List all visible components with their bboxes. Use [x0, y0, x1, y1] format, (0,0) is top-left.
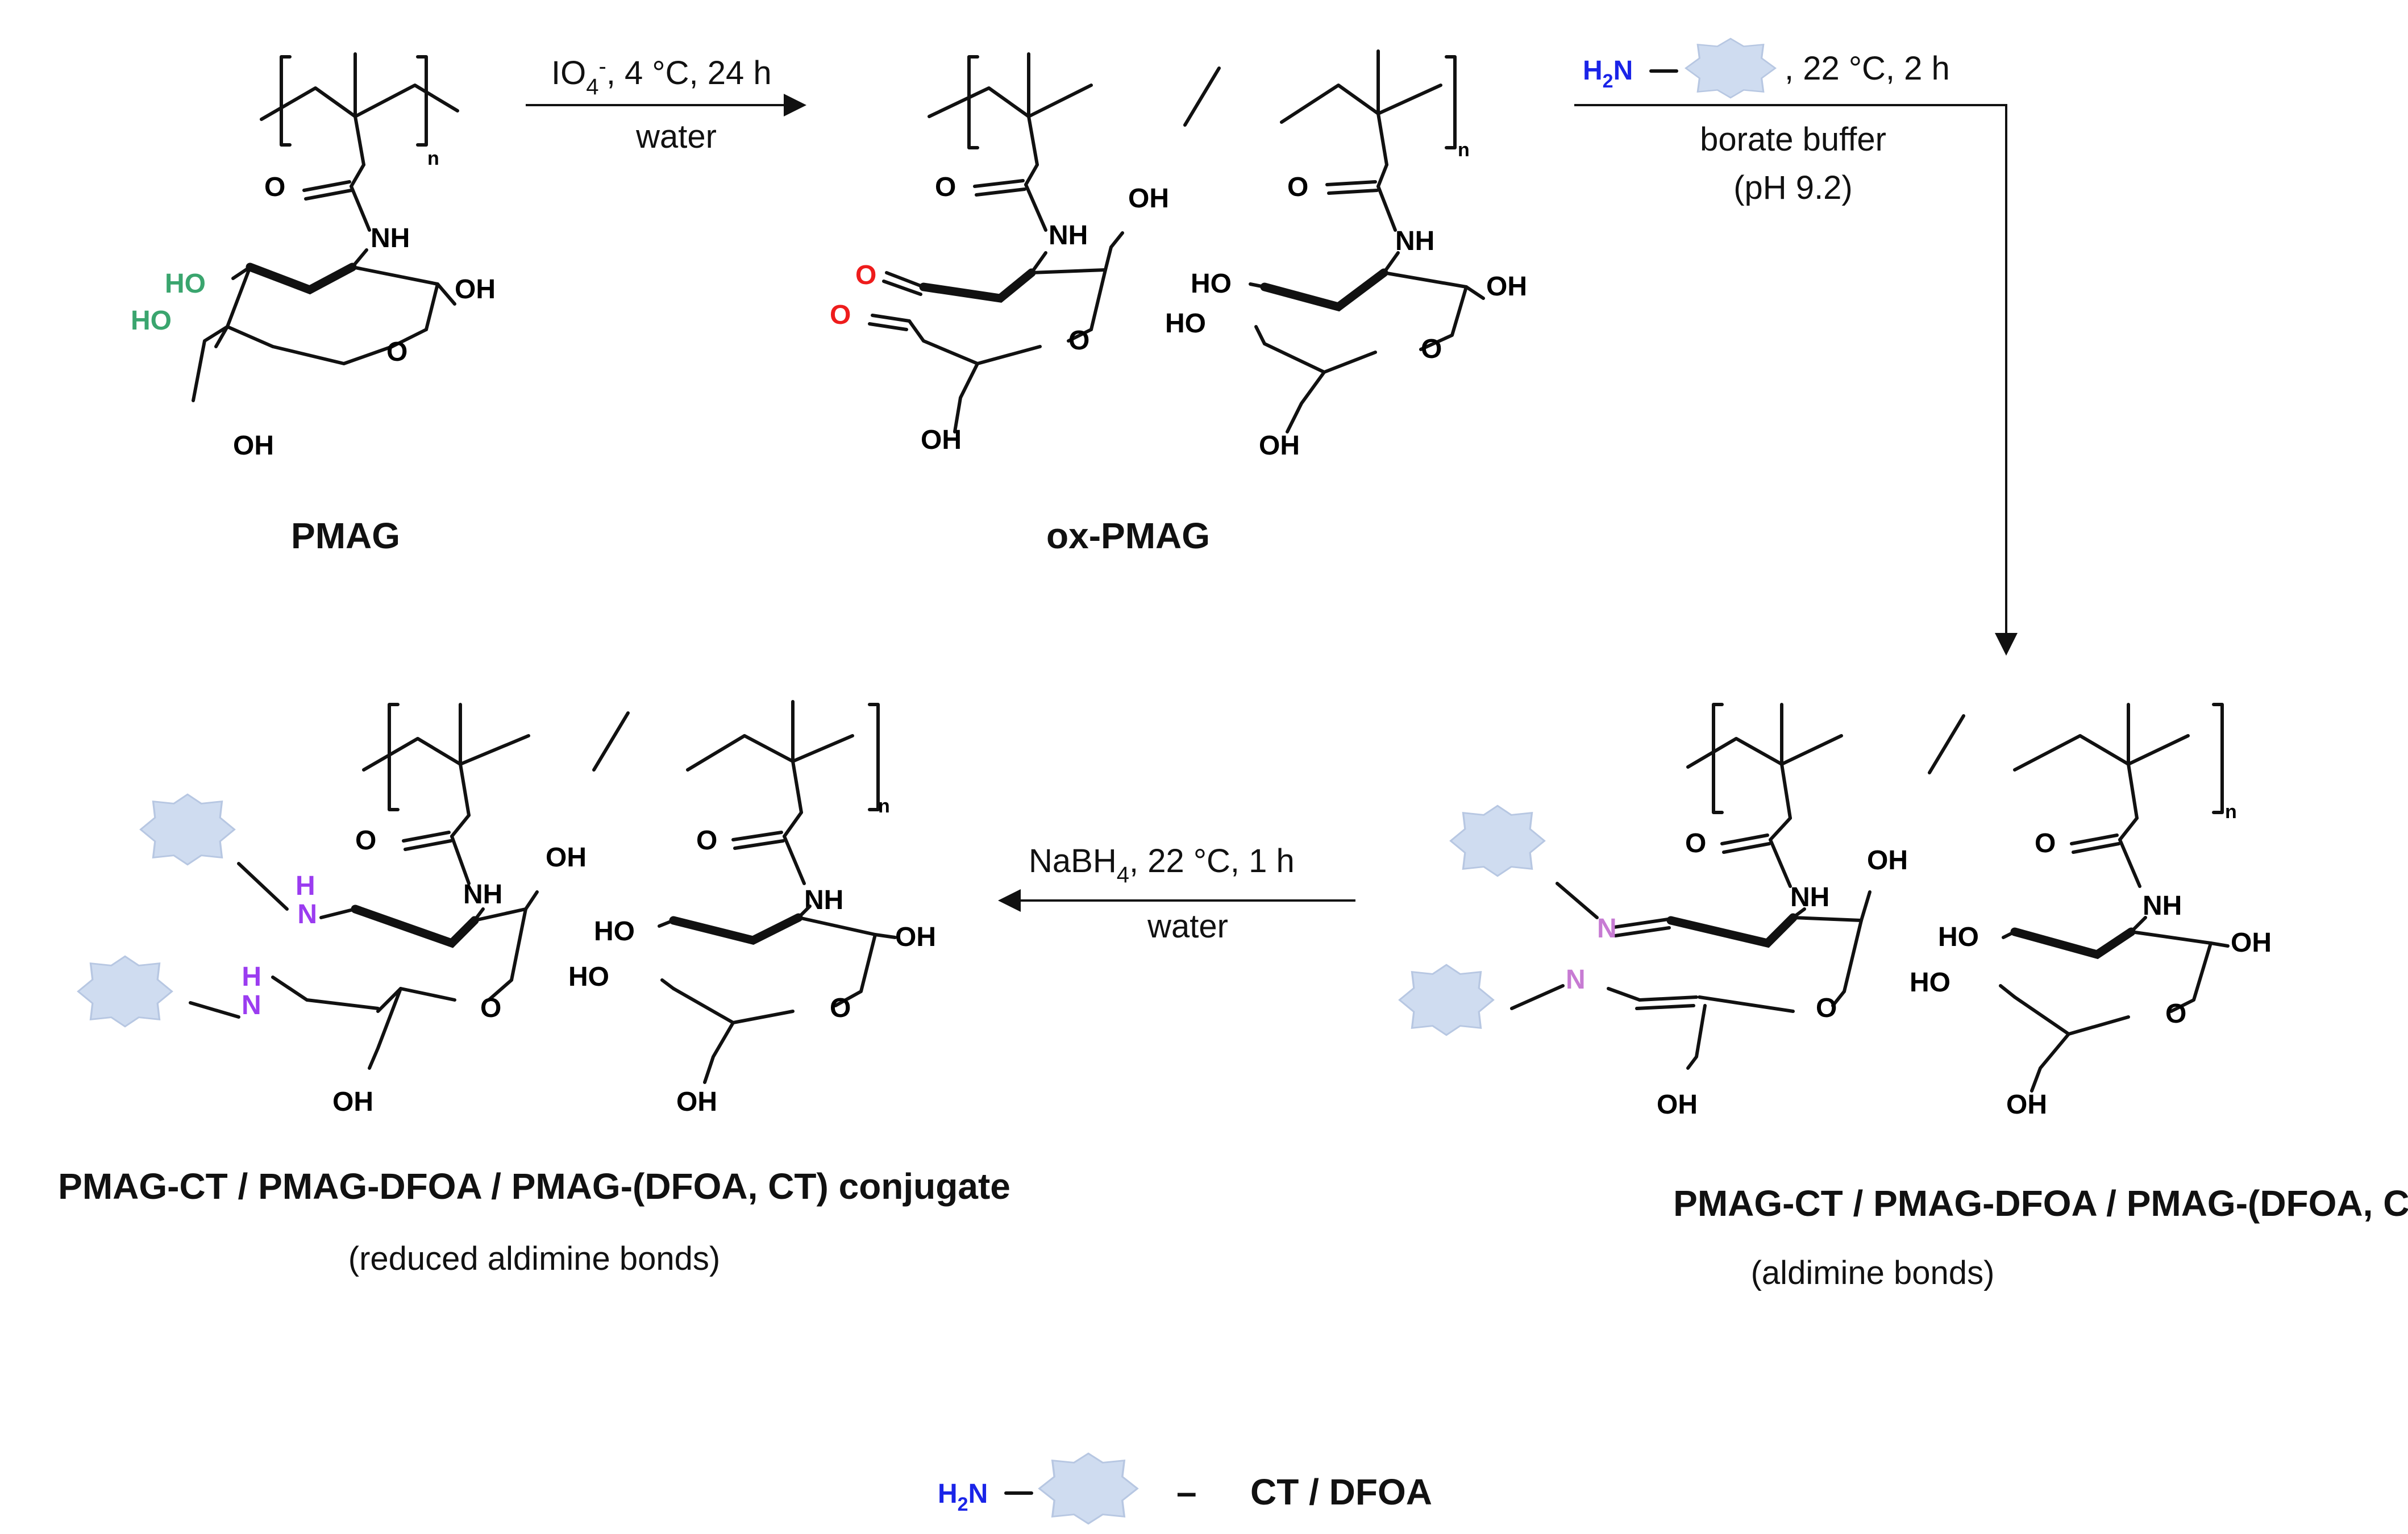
green-hydroxyl-upper: HO: [165, 269, 206, 299]
polymer-bracket-left: [280, 55, 292, 147]
anomeric-oh: OH: [455, 274, 496, 305]
reduced-ring-o: O: [480, 993, 501, 1023]
legend: H2N – CT / DFOA: [938, 1452, 1432, 1525]
ox-amide-o: O: [935, 172, 956, 202]
conj-right-amide-o: O: [2035, 828, 2056, 858]
step2-buffer: borate buffer: [1700, 121, 1886, 158]
red-right-anomeric-oh: OH: [895, 922, 936, 952]
amine-h2n: H2N: [1583, 56, 1633, 92]
right-anomeric-oh: OH: [1486, 272, 1527, 302]
amide-nh: NH: [371, 223, 410, 253]
step3-condition: NaBH4, 22 °C, 1 h: [1029, 843, 1295, 887]
red-right-ch2oh: OH: [676, 1087, 717, 1117]
amine-reagent: H2N: [1583, 37, 1777, 99]
step2-condition: , 22 °C, 2 h: [1785, 50, 1950, 87]
ox-ch2oh: OH: [921, 425, 962, 455]
amine-nh-upper: NH: [296, 871, 317, 929]
reduced-anomeric-oh: OH: [546, 843, 587, 873]
ox-amide-nh: NH: [1049, 220, 1088, 251]
conj-right-ring-o: O: [2165, 999, 2186, 1029]
conj-right-ch2oh: OH: [2006, 1090, 2047, 1120]
imine-conjugate-note: (aldimine bonds): [1751, 1254, 1995, 1291]
reduced-conjugate-note: (reduced aldimine bonds): [348, 1240, 720, 1277]
ring-oxygen: O: [386, 337, 407, 367]
legend-dash: –: [1176, 1472, 1197, 1512]
red-right-amide-o: O: [696, 826, 717, 856]
step2-ph: (pH 9.2): [1733, 169, 1853, 206]
right-amide-nh: NH: [1395, 226, 1434, 256]
ox-ring-o: O: [1068, 326, 1089, 356]
repeat-n-ox: n: [1458, 139, 1470, 161]
right-ho-lower: HO: [1165, 309, 1206, 339]
amide-oxygen: O: [264, 172, 285, 202]
red-right-ring-o: O: [830, 993, 851, 1023]
imine-conjugate-structure: n O NH N N OH O OH: [1398, 703, 2272, 1120]
imine-ring-o: O: [1816, 993, 1837, 1023]
imine-ch2oh: OH: [1657, 1090, 1698, 1120]
ring-wedge-green: [246, 262, 357, 295]
conjugated-molecule-blob-1: [1449, 804, 1546, 877]
right-ho-upper: HO: [1191, 269, 1232, 299]
aldehyde-o-upper: O: [855, 260, 876, 290]
step3-solvent: water: [1147, 908, 1228, 945]
legend-h2n: H2N: [938, 1479, 988, 1515]
imine-amide-o: O: [1685, 828, 1706, 858]
aldehyde-o-lower: O: [830, 300, 851, 330]
imine-amide-nh: NH: [1790, 882, 1829, 912]
imine-n-lower: N: [1566, 965, 1586, 995]
step1-condition: IO4-, 4 °C, 24 h: [551, 54, 772, 99]
repeat-n-imine: n: [2225, 801, 2237, 823]
red-right-ho-lower: HO: [568, 962, 609, 992]
legend-molecule-blob-icon: [1038, 1452, 1138, 1525]
reduced-molecule-blob-1: [139, 793, 236, 866]
green-hydroxyl-lower: HO: [131, 306, 172, 336]
reaction-arrow-2: [1574, 104, 2018, 656]
repeat-n: n: [427, 148, 439, 169]
red-right-amide-nh: NH: [804, 885, 843, 915]
legend-label: CT / DFOA: [1250, 1472, 1432, 1512]
conjugated-molecule-blob-2: [1398, 964, 1495, 1036]
imine-conjugate-label: PMAG-CT / PMAG-DFOA / PMAG-(DFOA, CT) co…: [1673, 1183, 2408, 1224]
repeat-n-reduced: n: [878, 795, 890, 817]
right-ch2oh: OH: [1259, 431, 1300, 461]
right-ring-o: O: [1421, 334, 1442, 364]
pmag-label: PMAG: [291, 515, 400, 556]
ox-pmag-structure: n O NH O O OH O OH: [830, 49, 1527, 461]
conj-right-ho-lower: HO: [1910, 968, 1950, 998]
right-amide-o: O: [1287, 172, 1308, 202]
imine-n-upper: N: [1597, 914, 1617, 944]
conj-right-amide-nh: NH: [2143, 891, 2182, 921]
reduced-molecule-blob-2: [77, 955, 173, 1028]
reduced-ch2oh: OH: [332, 1087, 373, 1117]
conj-right-ho-upper: HO: [1938, 922, 1979, 952]
molecule-blob-icon: [1685, 37, 1777, 99]
reduced-conjugate-label: PMAG-CT / PMAG-DFOA / PMAG-(DFOA, CT) co…: [58, 1166, 1010, 1207]
ox-pmag-label: ox-PMAG: [1046, 515, 1210, 556]
imine-anomeric-oh: OH: [1867, 845, 1908, 876]
reduced-amide-o: O: [355, 826, 376, 856]
red-right-ho-upper: HO: [594, 916, 635, 947]
ch2oh-oh: OH: [233, 431, 274, 461]
polymer-bracket-right: [416, 55, 428, 147]
reduced-amide-nh: NH: [463, 879, 502, 910]
step1-solvent: water: [635, 118, 717, 155]
conj-right-anomeric-oh: OH: [2231, 928, 2272, 958]
pmag-structure: n O NH HO HO OH O OH: [131, 52, 496, 461]
ox-anomeric-oh: OH: [1128, 184, 1169, 214]
